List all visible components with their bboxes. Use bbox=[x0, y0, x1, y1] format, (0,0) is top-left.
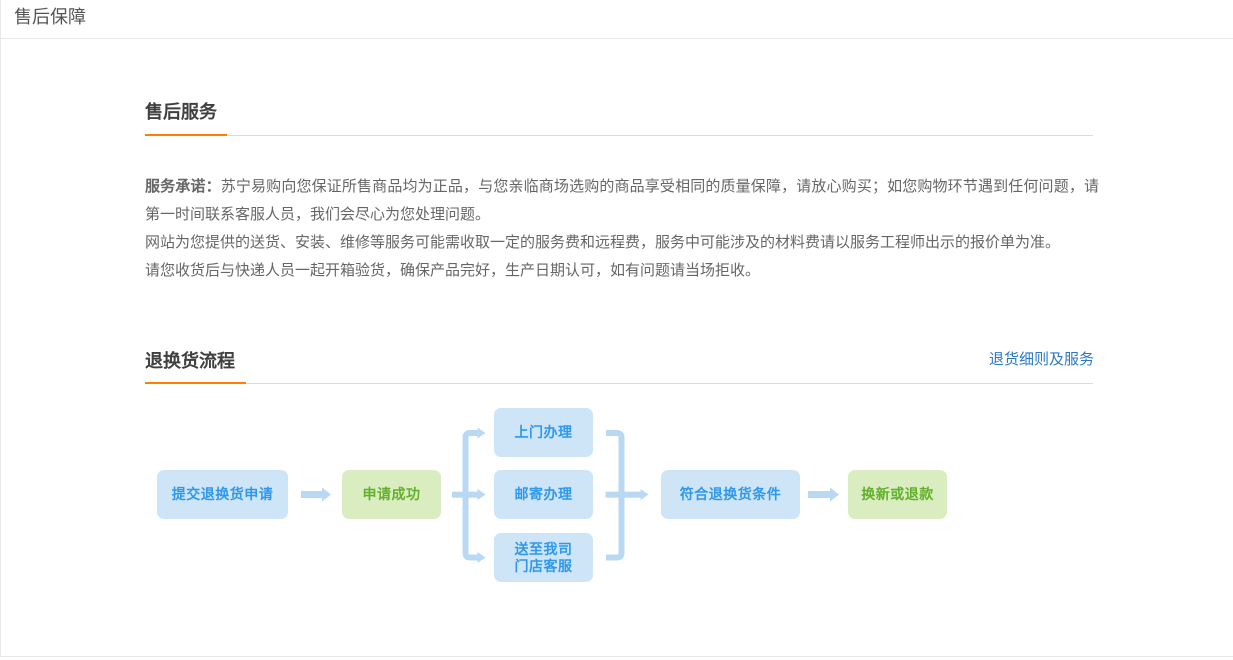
return-heading-accent bbox=[145, 382, 246, 384]
after-sales-heading-accent bbox=[145, 134, 227, 136]
promise-line-1: 服务承诺：苏宁易购向您保证所售商品均为正品，与您亲临商场选购的商品享受相同的质量… bbox=[145, 173, 1099, 201]
after-sales-heading-rule bbox=[145, 135, 1093, 136]
flow-step-submit: 提交退换货申请 bbox=[157, 470, 288, 519]
flow-step-method-store-line2: 门店客服 bbox=[514, 557, 573, 574]
return-process-heading: 退换货流程 bbox=[145, 351, 235, 371]
after-sales-heading: 售后服务 bbox=[145, 102, 217, 122]
promise-line-2: 第一时间联系客服人员，我们会尽心为您处理问题。 bbox=[145, 206, 491, 223]
promise-lead: 服务承诺： bbox=[145, 178, 221, 195]
flow-step-condition: 符合退换货条件 bbox=[661, 470, 800, 519]
promise-text: 苏宁易购向您保证所售商品均为正品，与您亲临商场选购的商品享受相同的质量保障，请放… bbox=[220, 178, 1099, 195]
flow-step-method-onsite: 上门办理 bbox=[494, 408, 593, 457]
arrow-right-icon bbox=[301, 487, 331, 502]
panel-bottom-border bbox=[0, 656, 1233, 657]
flow-step-method-store-line1: 送至我司 bbox=[514, 541, 573, 557]
flow-step-method-mail: 邮寄办理 bbox=[494, 470, 593, 519]
return-heading-rule bbox=[145, 383, 1093, 384]
tab-after-sales-guarantee[interactable]: 售后保障 bbox=[14, 7, 86, 27]
flow-step-method-store: 送至我司 门店客服 bbox=[494, 533, 593, 582]
flow-step-success: 申请成功 bbox=[342, 470, 441, 519]
return-rules-link[interactable]: 退货细则及服务 bbox=[988, 351, 1094, 368]
detail-tab-bar: 售后保障 bbox=[1, 0, 1233, 39]
split-connector-icon bbox=[452, 427, 486, 563]
flow-step-result: 换新或退款 bbox=[848, 470, 947, 519]
merge-connector-icon bbox=[605, 430, 649, 561]
promise-line-4: 请您收货后与快递人员一起开箱验货，确保产品完好，生产日期认可，如有问题请当场拒收… bbox=[145, 262, 761, 279]
panel-left-border bbox=[0, 0, 1, 656]
arrow-right-icon bbox=[808, 487, 839, 502]
promise-line-3: 网站为您提供的送货、安装、维修等服务可能需收取一定的服务费和远程费，服务中可能涉… bbox=[145, 234, 1061, 251]
